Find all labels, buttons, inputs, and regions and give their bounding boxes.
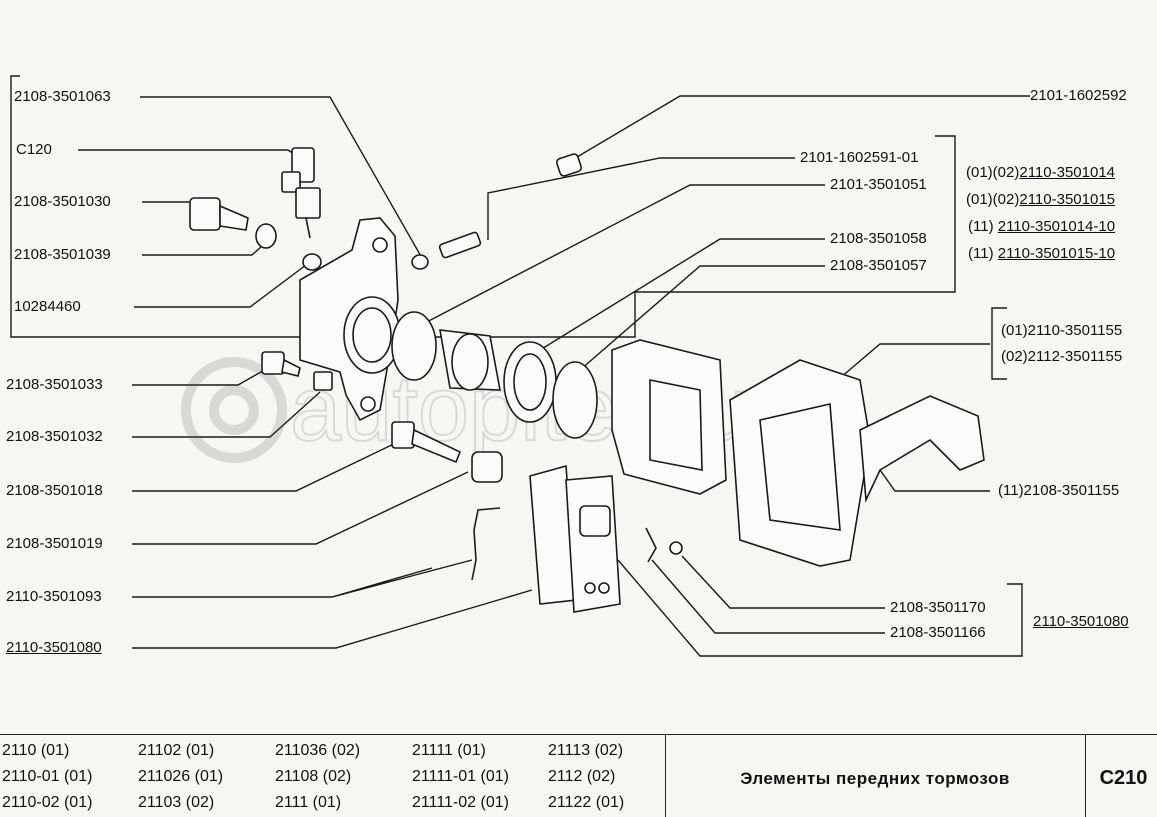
divider bbox=[665, 735, 666, 817]
model-cell: 21102 (01) bbox=[138, 742, 215, 759]
caliper-carrier bbox=[611, 339, 727, 495]
label-2108-3501170: 2108-3501170 bbox=[890, 599, 986, 616]
pin-2108-3501170 bbox=[669, 541, 683, 555]
label-11-2108-3501155: (11)2108-3501155 bbox=[998, 482, 1120, 499]
label-2108-3501039: 2108-3501039 bbox=[14, 246, 111, 263]
caliper-variant-3: (11) 2110-3501014-10 bbox=[968, 218, 1116, 235]
model-cell: 21122 (01) bbox=[548, 794, 625, 811]
model-cell: 21113 (02) bbox=[548, 742, 624, 759]
brake-sensor-c120 bbox=[281, 147, 321, 239]
leader-2108-3501057 bbox=[579, 265, 825, 371]
bracket-3501155 bbox=[991, 307, 1007, 380]
model-cell: 211026 (01) bbox=[138, 768, 224, 785]
label-2101-3501051: 2101-3501051 bbox=[830, 176, 927, 193]
label-2110-3501093: 2110-3501093 bbox=[6, 588, 102, 605]
leader-2101-1602592 bbox=[571, 95, 1030, 161]
label-2108-3501057: 2108-3501057 bbox=[830, 257, 927, 274]
leader-2101-3501051 bbox=[395, 184, 825, 339]
caliper-variant-4: (11) 2110-3501015-10 bbox=[968, 245, 1116, 262]
label-2101-1602591-01: 2101-1602591-01 bbox=[800, 149, 919, 166]
label-2110-3501080-right: 2110-3501080 bbox=[1033, 613, 1129, 630]
label-10284460: 10284460 bbox=[14, 298, 81, 315]
label-2108-3501018: 2108-3501018 bbox=[6, 482, 103, 499]
model-cell: 21111-01 (01) bbox=[412, 768, 509, 785]
bolt-2108-3501030 bbox=[189, 197, 249, 231]
bolt-2108-3501033 bbox=[261, 351, 301, 377]
leader-2108-3501058 bbox=[539, 238, 825, 351]
label-c120: C120 bbox=[16, 141, 52, 158]
label-2101-1602592: 2101-1602592 bbox=[1030, 87, 1127, 104]
bracket-variant-2: (02)2112-3501155 bbox=[1001, 348, 1123, 365]
model-cell: 211036 (02) bbox=[275, 742, 361, 759]
model-cell: 2110-02 (01) bbox=[2, 794, 93, 811]
boot-2108-3501057 bbox=[503, 341, 598, 439]
leader-2101-1602591-01 bbox=[487, 157, 795, 240]
label-2108-3501030: 2108-3501030 bbox=[14, 193, 111, 210]
divider bbox=[1085, 735, 1086, 817]
bracket-3501080 bbox=[1007, 583, 1023, 630]
model-cell: 2112 (02) bbox=[548, 768, 616, 785]
leader-2108-3501166 bbox=[651, 559, 885, 634]
title-block: 2110 (01) 21102 (01) 211036 (02) 21111 (… bbox=[0, 734, 1157, 817]
label-2108-3501033: 2108-3501033 bbox=[6, 376, 103, 393]
washer-10284460 bbox=[302, 253, 322, 271]
page-code: C210 bbox=[1099, 767, 1148, 789]
leader-2108-3501063 bbox=[140, 96, 423, 259]
caliper-carrier-2108-3501155 bbox=[859, 395, 985, 504]
piston-2108-3501058 bbox=[439, 329, 501, 391]
caliper-variant-1: (01)(02)2110-3501014 bbox=[966, 164, 1116, 181]
plate-2108-3501032 bbox=[313, 371, 333, 391]
guide-pin-2108-3501018 bbox=[391, 421, 462, 464]
leader-2108-3501039 bbox=[142, 245, 263, 256]
leader-2110-3501093 bbox=[132, 559, 473, 598]
leader-2108-3501032 bbox=[132, 391, 321, 438]
leader-2108-3501155 bbox=[879, 469, 990, 492]
caliper-carrier-2110-3501155 bbox=[729, 359, 871, 567]
model-cell: 21111-02 (01) bbox=[412, 794, 509, 811]
bracket-variant-1: (01)2110-3501155 bbox=[1001, 322, 1123, 339]
label-2108-3501166: 2108-3501166 bbox=[890, 624, 986, 641]
label-2108-3501032: 2108-3501032 bbox=[6, 428, 103, 445]
caliper-variant-2: (01)(02)2110-3501015 bbox=[966, 191, 1116, 208]
leader-10284460 bbox=[134, 261, 311, 308]
bleeder-screw bbox=[411, 231, 482, 270]
leader-2110-3501080-left bbox=[132, 589, 533, 649]
leader-2108-3501019 bbox=[132, 471, 469, 545]
label-2108-3501063: 2108-3501063 bbox=[14, 88, 111, 105]
caliper-bracket bbox=[10, 75, 956, 338]
leader-2108-3501018 bbox=[132, 439, 403, 492]
pad-wear-sensor bbox=[471, 507, 501, 581]
leader-2110-3501155 bbox=[839, 343, 990, 379]
boot-2108-3501019 bbox=[471, 451, 503, 483]
leader-2108-3501170 bbox=[681, 555, 885, 609]
leader-2110-3501080-right bbox=[617, 559, 1023, 657]
model-cell: 21103 (02) bbox=[138, 794, 215, 811]
model-cell: 21111 (01) bbox=[412, 742, 486, 759]
model-cell: 2110 (01) bbox=[2, 742, 70, 759]
seal-ring-2101-3501051 bbox=[391, 311, 437, 381]
brake-pads bbox=[529, 464, 621, 613]
leader-2108-3501033 bbox=[132, 367, 269, 386]
page-title: Элементы передних тормозов bbox=[740, 769, 1010, 788]
spring-2108-3501166 bbox=[645, 527, 657, 563]
brake-exploded-drawing: autopiter.ru bbox=[10, 75, 1030, 657]
label-2108-3501058: 2108-3501058 bbox=[830, 230, 927, 247]
cap-2101-1602592 bbox=[555, 153, 583, 177]
watermark bbox=[181, 357, 287, 463]
model-cell: 2111 (01) bbox=[275, 794, 342, 811]
leader-c120 bbox=[78, 149, 301, 159]
washer-2108-3501039 bbox=[255, 223, 277, 249]
model-cell: 2110-01 (01) bbox=[2, 768, 93, 785]
label-2110-3501080-left: 2110-3501080 bbox=[6, 639, 102, 656]
label-2108-3501019: 2108-3501019 bbox=[6, 535, 103, 552]
caliper-body bbox=[299, 217, 401, 422]
model-cell: 21108 (02) bbox=[275, 768, 352, 785]
